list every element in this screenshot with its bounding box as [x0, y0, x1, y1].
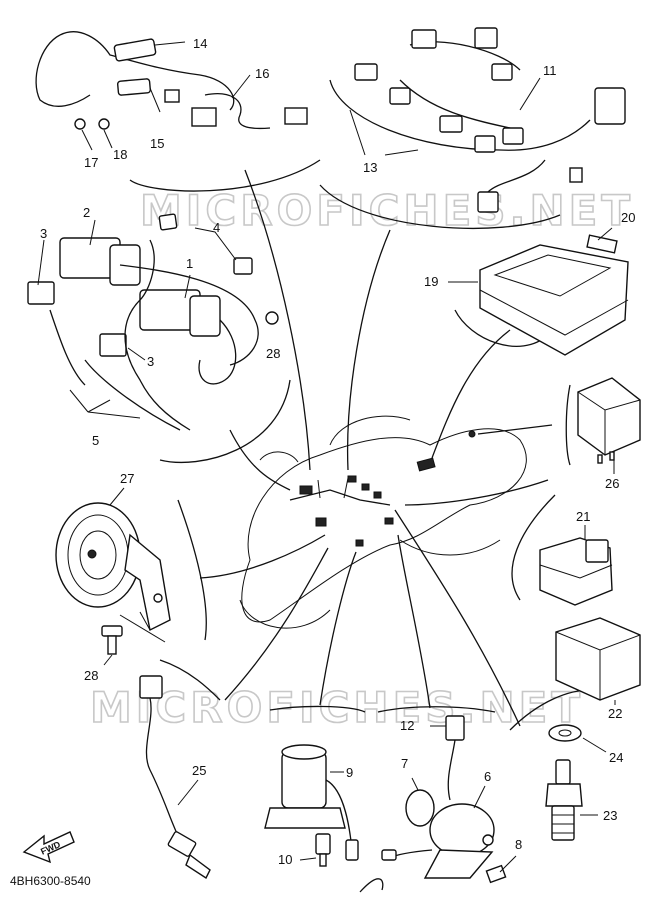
sensor-6-group	[381, 715, 517, 884]
callout-2: 2	[83, 205, 90, 220]
horn-group	[55, 487, 171, 666]
callout-25: 25	[192, 763, 206, 778]
callout-26: 26	[605, 476, 619, 491]
temp-sensor-group	[545, 724, 607, 841]
frame-mounted-parts	[289, 430, 476, 547]
ignitor-unit	[479, 244, 629, 356]
callout-21: 21	[576, 509, 590, 524]
watermark-top: MICROFICHES.NET	[140, 186, 634, 235]
callout-19: 19	[424, 274, 438, 289]
callout-24: 24	[609, 750, 623, 765]
callout-numbers: 14 16 15 17 18 11 13 2 3 4 1 3 28 5 20 1…	[40, 36, 635, 867]
group-brackets	[129, 159, 591, 893]
callout-28-bottom: 28	[84, 668, 98, 683]
temp-sensor	[555, 759, 571, 785]
callout-8: 8	[515, 837, 522, 852]
speed-sensor-group	[264, 744, 359, 867]
callout-28-top: 28	[266, 346, 280, 361]
oil-switch	[117, 78, 151, 96]
callout-15: 15	[150, 136, 164, 151]
leader-lines	[199, 169, 553, 727]
ecu-label	[586, 234, 618, 254]
callout-5: 5	[92, 433, 99, 448]
callout-12: 12	[400, 718, 414, 733]
speed-sensor	[281, 751, 327, 809]
callout-11: 11	[543, 63, 557, 78]
relay-21-22	[539, 525, 641, 705]
callout-14: 14	[193, 36, 207, 51]
callout-27: 27	[120, 471, 134, 486]
callout-16: 16	[255, 66, 269, 81]
oxygen-sensor	[139, 675, 211, 880]
main-harness-group	[329, 27, 626, 213]
callout-18: 18	[113, 147, 127, 162]
diagram-code: 4BH6300-8540	[10, 874, 91, 888]
callout-17: 17	[84, 155, 98, 170]
callout-4: 4	[213, 220, 220, 235]
fwd-arrow: FWD	[22, 831, 75, 864]
frame-silhouette	[239, 415, 527, 629]
throttle-sensor	[429, 803, 495, 857]
callout-1: 1	[186, 256, 193, 271]
washer	[98, 118, 110, 130]
callout-23: 23	[603, 808, 617, 823]
sensor-harness-group	[35, 31, 308, 151]
harness-connector	[191, 107, 217, 127]
bolt	[74, 118, 86, 130]
harness-connector-end	[284, 107, 308, 125]
callout-7: 7	[401, 756, 408, 771]
main-connector	[594, 87, 626, 125]
neutral-switch	[113, 38, 157, 62]
callout-13: 13	[363, 160, 377, 175]
ignition-coil-group	[27, 213, 279, 431]
ecu-group	[448, 227, 629, 356]
callout-9: 9	[346, 765, 353, 780]
callout-3-bottom: 3	[147, 354, 154, 369]
relay-26	[577, 377, 641, 474]
callout-3-top: 3	[40, 226, 47, 241]
callout-20: 20	[621, 210, 635, 225]
callout-10: 10	[278, 852, 292, 867]
spark-plug-cap	[27, 281, 55, 305]
callout-6: 6	[484, 769, 491, 784]
callout-22: 22	[608, 706, 622, 721]
